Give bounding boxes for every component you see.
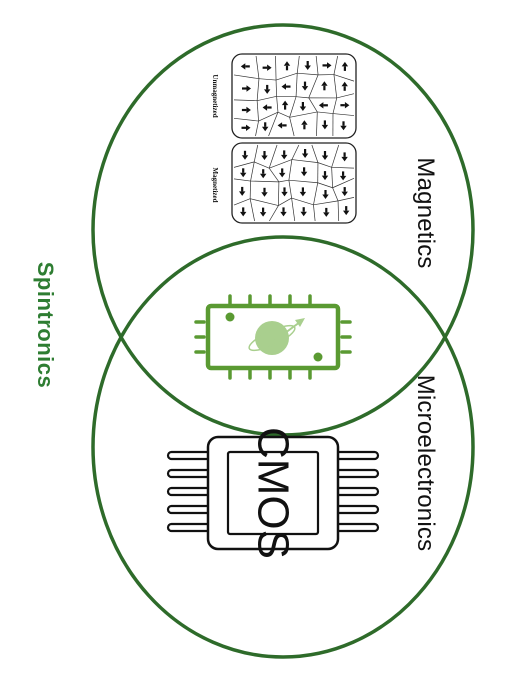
magnetics-circle bbox=[91, 23, 475, 437]
unmagnetized-label: Unmagnetized bbox=[211, 74, 219, 117]
cmos-chip-icon: CMOS bbox=[166, 427, 380, 559]
cmos-label: CMOS bbox=[249, 427, 298, 559]
magnetized-label: Magnetized bbox=[211, 168, 219, 203]
spintronics-label: Spintronics bbox=[33, 262, 58, 389]
microelectronics-label: Microelectronics bbox=[412, 375, 439, 552]
unmagnetized-domains-icon bbox=[231, 53, 357, 139]
magnetics-label: Magnetics bbox=[412, 157, 439, 268]
magnetized-domains-icon bbox=[231, 142, 357, 224]
microelectronics-circle bbox=[91, 235, 475, 659]
spintronic-chip-icon bbox=[194, 294, 352, 380]
spin-atom-icon bbox=[248, 318, 305, 355]
